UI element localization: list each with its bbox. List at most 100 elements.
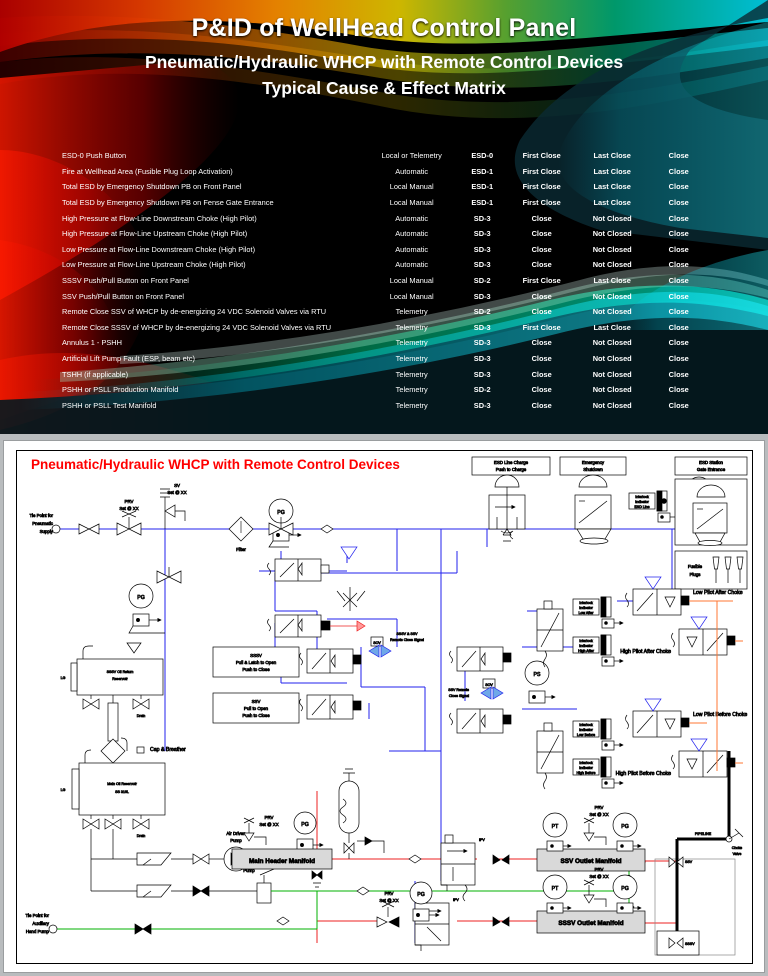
- matrix-sssv: Not Closed: [592, 385, 632, 395]
- needle-restrictor: [336, 587, 366, 611]
- pid-drawing-frame: Pneumatic/Hydraulic WHCP with Remote Con…: [16, 450, 753, 964]
- sssv-block-l2: Pull & Latch to Open: [236, 660, 277, 665]
- ipv-label-1: IPV: [479, 838, 485, 842]
- matrix-ssv: First Close: [522, 322, 561, 332]
- matrix-level: SD-3: [473, 229, 491, 239]
- choke-valve: [725, 828, 744, 843]
- prv-label-sssv: PRV: [595, 867, 604, 872]
- matrix-ssv: Close: [531, 260, 552, 270]
- matrix-ssv: Close: [531, 307, 552, 317]
- matrix-cause: Artificial Lift Pump Fault (ESP, beam et…: [62, 354, 195, 364]
- level-gauge-1: LG: [61, 676, 66, 680]
- pressure-gauge-2: PG: [128, 583, 165, 634]
- matrix-ssv: First Close: [522, 151, 561, 161]
- accumulator-valve: [343, 836, 385, 859]
- emergency-shutdown-label-1: Emergency: [582, 460, 605, 465]
- wellhead-ssv-label: SSV: [685, 860, 693, 864]
- sv-set: Set @ XX: [167, 490, 186, 495]
- esd-line-charge-valve: [488, 474, 526, 542]
- pg-label-sssv: PG: [621, 886, 629, 892]
- prv-label-main: PRV: [265, 815, 274, 820]
- matrix-sssv: Not Closed: [592, 229, 632, 239]
- matrix-detection: Local or Telemetry: [381, 151, 442, 161]
- ssv-block-l2: Pull to Open: [244, 706, 269, 711]
- pressure-switch: PS: [524, 660, 556, 704]
- drain-label-2: Drain: [137, 834, 146, 838]
- ipv-upper: [440, 834, 476, 902]
- main-header-manifold-label: Main Header Manifold: [249, 858, 315, 865]
- sssv-block-l3: Push to Close: [242, 667, 270, 672]
- prv-set-sssv: Set @ XX: [589, 874, 608, 879]
- accumulator: [338, 768, 360, 843]
- matrix-ssv: First Close: [522, 182, 561, 192]
- il-la-1: Interlock: [579, 601, 593, 605]
- pilot-valve-high-before: [671, 738, 736, 778]
- pg-label-1: PG: [277, 510, 285, 516]
- table-row: Total ESD by Emergency Shutdown PB on Fe…: [60, 195, 708, 211]
- matrix-level: SD-3: [473, 213, 491, 223]
- matrix-wing: Close: [668, 260, 689, 270]
- matrix-level: ESD-1: [471, 166, 494, 176]
- matrix-level: SD-2: [473, 307, 491, 317]
- matrix-wing: Close: [668, 307, 689, 317]
- matrix-ssv: Close: [531, 291, 552, 301]
- svg-text:SOV: SOV: [373, 641, 381, 645]
- table-row: Low Pressure at Flow-Line Upstream Choke…: [60, 257, 708, 273]
- matrix-cause: Remote Close SSSV of WHCP by de-energizi…: [62, 322, 332, 332]
- matrix-detection: Local Manual: [389, 198, 434, 208]
- pid-slide: Pneumatic/Hydraulic WHCP with Remote Con…: [3, 440, 765, 973]
- ssv-block-l1: SSV: [252, 699, 261, 704]
- matrix-cause: PSHH or PSLL Test Manifold: [62, 400, 157, 410]
- pressure-transmitter-ssv: PT: [542, 812, 572, 852]
- matrix-wing: Close: [668, 198, 689, 208]
- dcv-upper: [267, 558, 330, 582]
- matrix-wing: Close: [668, 182, 689, 192]
- il-ha-3: High After: [578, 649, 595, 653]
- matrix-cause: PSHH or PSLL Production Manifold: [62, 385, 179, 395]
- prv-set-ssv: Set @ XX: [589, 812, 608, 817]
- matrix-cause: Low Pressure at Flow-Line Upstream Choke…: [62, 260, 246, 270]
- vent-1: [340, 546, 358, 560]
- matrix-cause: Annulus 1 - PSHH: [62, 338, 122, 348]
- aux-isolation-valve: [134, 923, 152, 935]
- wellhead-sssv-label: SSSV: [685, 942, 695, 946]
- prv-pneumatic-2: [268, 517, 294, 536]
- pilot-valve-low-before: [625, 698, 690, 738]
- matrix-ssv: First Close: [522, 198, 561, 208]
- matrix-cause: Total ESD by Emergency Shutdown PB on Fr…: [62, 182, 242, 192]
- matrix-level: SD-3: [473, 354, 491, 364]
- matrix-ssv: Close: [531, 400, 552, 410]
- tie-point-aux-line1: Tie Point for: [25, 913, 49, 918]
- matrix-sssv: Last Close: [593, 182, 631, 192]
- matrix-ssv: First Close: [522, 276, 561, 286]
- matrix-sssv: Not Closed: [592, 260, 632, 270]
- ipv-label-2: IPV: [453, 898, 459, 902]
- sv-label: SV: [174, 483, 180, 488]
- prv-main-header: [243, 817, 267, 845]
- page-subtitle-2: Typical Cause & Effect Matrix: [262, 78, 506, 98]
- matrix-wing: Close: [668, 369, 689, 379]
- il-lb-2: Indicator: [579, 728, 594, 732]
- il-lb-3: Low Before: [577, 733, 595, 737]
- tie-point-pneumatic-line1: Tie Point for: [29, 513, 53, 518]
- matrix-detection: Local Manual: [389, 291, 434, 301]
- matrix-wing: Close: [668, 354, 689, 364]
- matrix-sssv: Not Closed: [592, 244, 632, 254]
- remote-close-signal-ssv: SOV: [480, 678, 504, 700]
- matrix-sssv: Not Closed: [592, 338, 632, 348]
- sssv-outlet-valve: [492, 916, 510, 927]
- title-slide: P&ID of WellHead Control Panel Pneumatic…: [0, 0, 768, 434]
- prv-label-1: PRV: [125, 499, 134, 504]
- prv-set-lower: Set @ XX: [379, 898, 398, 903]
- remote-close-signal-sssv-ssv: SOV: [368, 636, 392, 658]
- matrix-sssv: Last Close: [593, 276, 631, 286]
- wellhead-ssv: SSV: [668, 853, 693, 868]
- table-row: Fire at Wellhead Area (Fusible Plug Loop…: [60, 164, 708, 180]
- tie-point-aux-line3: Hand Pump: [26, 929, 50, 934]
- matrix-ssv: First Close: [522, 166, 561, 176]
- interlock-indicator-low-after: Interlock Indicator Low After: [572, 596, 624, 629]
